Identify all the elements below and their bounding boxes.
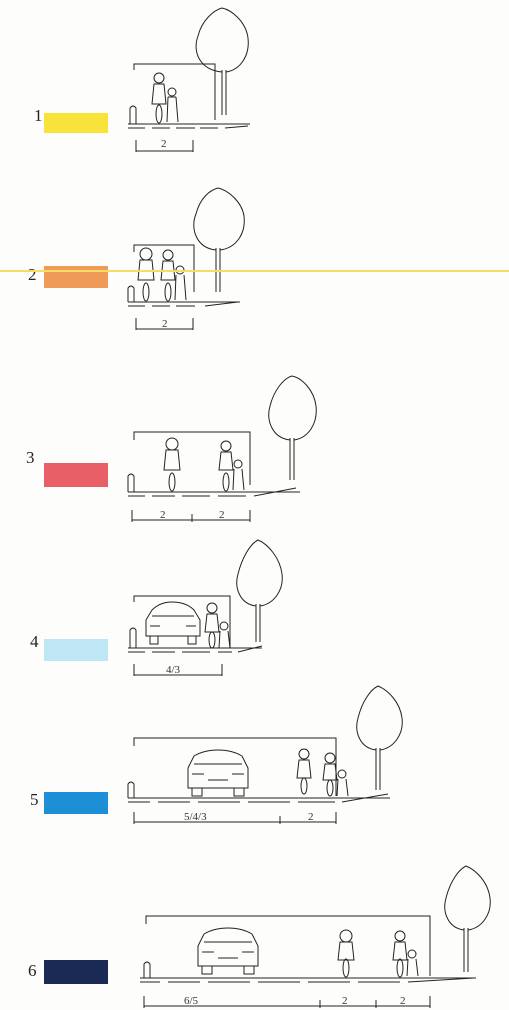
row-number: 6 [28, 961, 37, 980]
tree-icon [269, 376, 316, 480]
car-icon [198, 928, 258, 974]
bollard-icon [128, 286, 134, 302]
row-2: 2 [0, 170, 509, 340]
cross-section-diagram [0, 530, 509, 690]
color-swatch [44, 113, 108, 133]
bollard-icon [144, 962, 150, 978]
color-swatch [44, 463, 108, 487]
tree-icon [196, 8, 248, 115]
row-number: 1 [34, 106, 43, 125]
dimension-label: 6/5 [184, 995, 199, 1007]
cyclist-icon [138, 248, 154, 301]
row-number: 5 [30, 790, 39, 809]
bollard-icon [130, 628, 136, 648]
pedestrian-icon [407, 950, 418, 976]
color-swatch [44, 960, 108, 984]
pedestrian-icon [337, 770, 348, 796]
dimension-label: 2 [161, 138, 167, 150]
color-swatch [44, 639, 108, 661]
cyclist-icon [219, 441, 233, 491]
row-number: 2 [28, 265, 37, 284]
tree-icon [194, 188, 244, 292]
pedestrian-icon [219, 622, 230, 648]
cross-section-diagram [0, 170, 509, 340]
row-3: 3 [0, 360, 509, 540]
tree-icon [357, 686, 402, 790]
cross-section-diagram [0, 850, 509, 1010]
cross-section-diagram [0, 0, 509, 170]
dimension-label: 2 [160, 509, 166, 521]
row-number: 4 [30, 632, 39, 651]
dimension-label: 4/3 [166, 664, 181, 676]
bollard-icon [128, 474, 134, 492]
pedestrian-icon [233, 460, 244, 490]
car-icon [146, 602, 200, 644]
highlight-line [0, 270, 509, 272]
cyclist-icon [297, 749, 311, 794]
cross-section-diagram [0, 680, 509, 850]
row-1: 1 [0, 0, 509, 170]
dimension-label: 2 [342, 995, 348, 1007]
cyclist-icon [323, 753, 337, 796]
cyclist-icon [152, 73, 166, 123]
row-6: 6 [0, 850, 509, 1010]
tree-icon [237, 540, 282, 642]
cyclist-icon [338, 930, 354, 977]
row-4: 4 [0, 530, 509, 690]
dimension-label: 2 [308, 811, 314, 823]
dimension-label: 2 [162, 318, 168, 330]
pedestrian-icon [167, 88, 178, 122]
dimension-label: 2 [400, 995, 406, 1007]
car-icon [188, 750, 248, 796]
bollard-icon [128, 782, 134, 798]
row-number: 3 [26, 448, 35, 467]
color-swatch [44, 792, 108, 814]
dimension-label: 2 [219, 509, 225, 521]
cyclist-icon [164, 438, 180, 491]
cyclist-icon [161, 250, 175, 301]
cross-section-diagram [0, 360, 509, 540]
cyclist-icon [205, 603, 219, 648]
bollard-icon [130, 106, 136, 124]
dimension-label: 5/4/3 [184, 811, 207, 823]
row-5: 5 [0, 680, 509, 850]
tree-icon [445, 866, 490, 972]
cyclist-icon [393, 931, 407, 977]
